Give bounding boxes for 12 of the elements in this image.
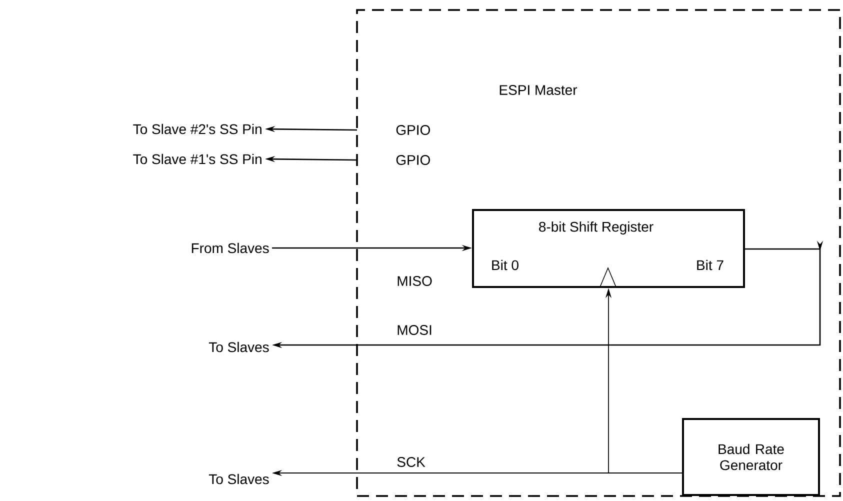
signal-label: To Slaves: [208, 474, 269, 484]
signal-label: To Slave #2's SS Pin: [133, 124, 262, 134]
signal-label: To Slaves: [208, 342, 269, 352]
pin-label: MISO: [398, 276, 432, 286]
signal-label: From Slaves: [192, 242, 269, 254]
pin-label: GPIO: [396, 125, 430, 135]
shift-register-box: 8-bit Shift Register Bit 0 Bit 7: [472, 209, 745, 288]
signal-label: To Slave #1's SS Pin: [133, 154, 262, 164]
pin-label: MOSI: [398, 325, 432, 335]
generator-box: Baud Rate Generator: [682, 418, 820, 496]
pin-label: GPIO: [396, 155, 430, 165]
pin-label: SCK: [397, 457, 426, 467]
